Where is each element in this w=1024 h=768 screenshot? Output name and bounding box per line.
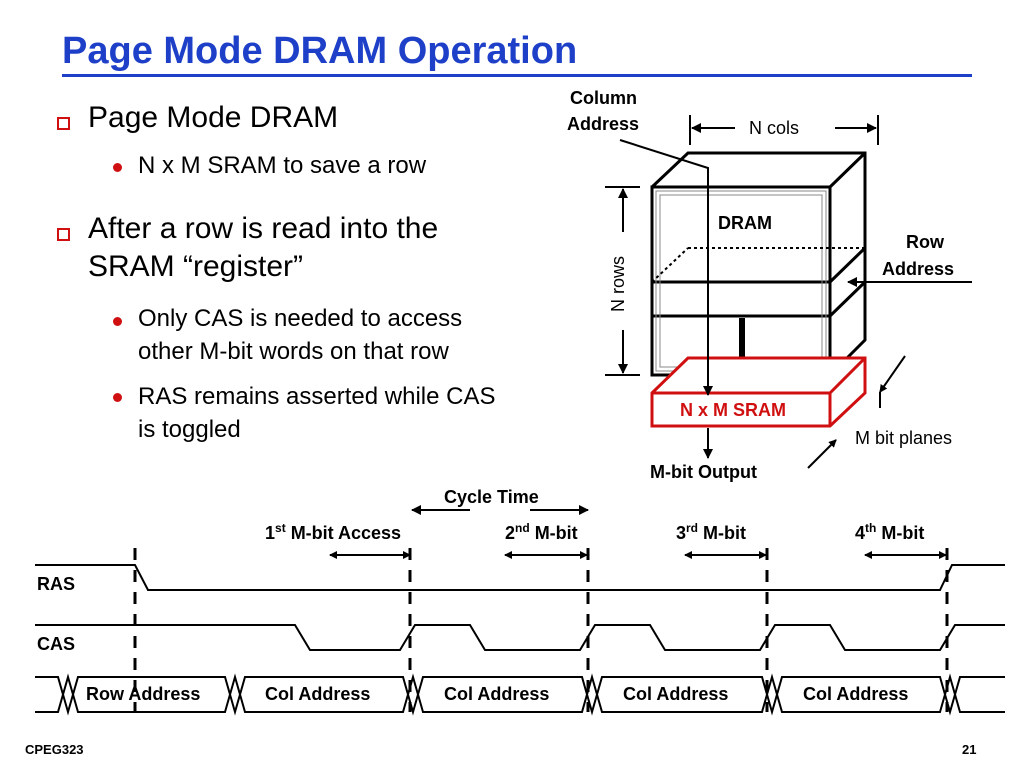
- ras-waveform: [35, 564, 1005, 591]
- n-rows-label: N rows: [608, 255, 628, 312]
- col-address-segment-3: Col Address: [623, 684, 729, 704]
- bullet-2-sub-1-line-2: other M-bit words on that row: [138, 338, 449, 365]
- page-title: Page Mode DRAM Operation: [62, 30, 578, 72]
- col-address-segment-1: Col Address: [265, 684, 371, 704]
- column-address-label-2: Address: [567, 114, 640, 134]
- cas-waveform: [35, 624, 1005, 651]
- dram-label: DRAM: [718, 213, 772, 233]
- selected-row-dotted: [651, 247, 865, 283]
- bullet-2-sub-2-line-1: RAS remains asserted while CAS: [138, 383, 496, 410]
- bullet-2-line-2: SRAM “register”: [88, 250, 304, 283]
- n-cols-label: N cols: [749, 118, 800, 138]
- bullet-1: Page Mode DRAM: [88, 101, 339, 134]
- sram-label: N x M SRAM: [680, 400, 787, 420]
- dram-cube: [650, 151, 867, 377]
- ras-label: RAS: [37, 574, 76, 594]
- sram-register: [650, 356, 867, 428]
- cycle-time-label: Cycle Time: [444, 487, 539, 507]
- m-bit-planes-label: M bit planes: [855, 428, 953, 448]
- row-address-segment: Row Address: [86, 684, 201, 704]
- round-bullet-icon: [113, 317, 122, 326]
- access-label-2: 2nd M-bit: [505, 521, 578, 543]
- bullet-2-line-1: After a row is read into the: [88, 212, 439, 245]
- access-label-3: 3rd M-bit: [676, 521, 746, 543]
- square-bullet-icon: [57, 117, 70, 130]
- m-bit-output-label: M-bit Output: [650, 462, 757, 482]
- round-bullet-icon: [113, 163, 122, 172]
- cas-label: CAS: [37, 634, 76, 654]
- footer-page-number: 21: [962, 742, 977, 757]
- round-bullet-icon: [113, 393, 122, 402]
- title-underline: [62, 74, 972, 77]
- address-bus: [35, 673, 1005, 716]
- access-label-4: 4th M-bit: [855, 521, 925, 543]
- column-address-arrow: [619, 139, 713, 396]
- row-address-label-1: Row: [906, 232, 944, 252]
- square-bullet-icon: [57, 228, 70, 241]
- bullet-2-sub-1-line-1: Only CAS is needed to access: [138, 305, 463, 332]
- access-label-1: 1st M-bit Access: [265, 521, 402, 543]
- col-address-segment-4: Col Address: [803, 684, 909, 704]
- row-address-label-2: Address: [882, 259, 955, 279]
- bullet-2-sub-2-line-2: is toggled: [138, 416, 241, 443]
- footer-course: CPEG323: [25, 742, 84, 757]
- col-address-segment-2: Col Address: [444, 684, 550, 704]
- column-address-label-1: Column: [570, 88, 637, 108]
- bullet-1-sub-1: N x M SRAM to save a row: [138, 152, 427, 179]
